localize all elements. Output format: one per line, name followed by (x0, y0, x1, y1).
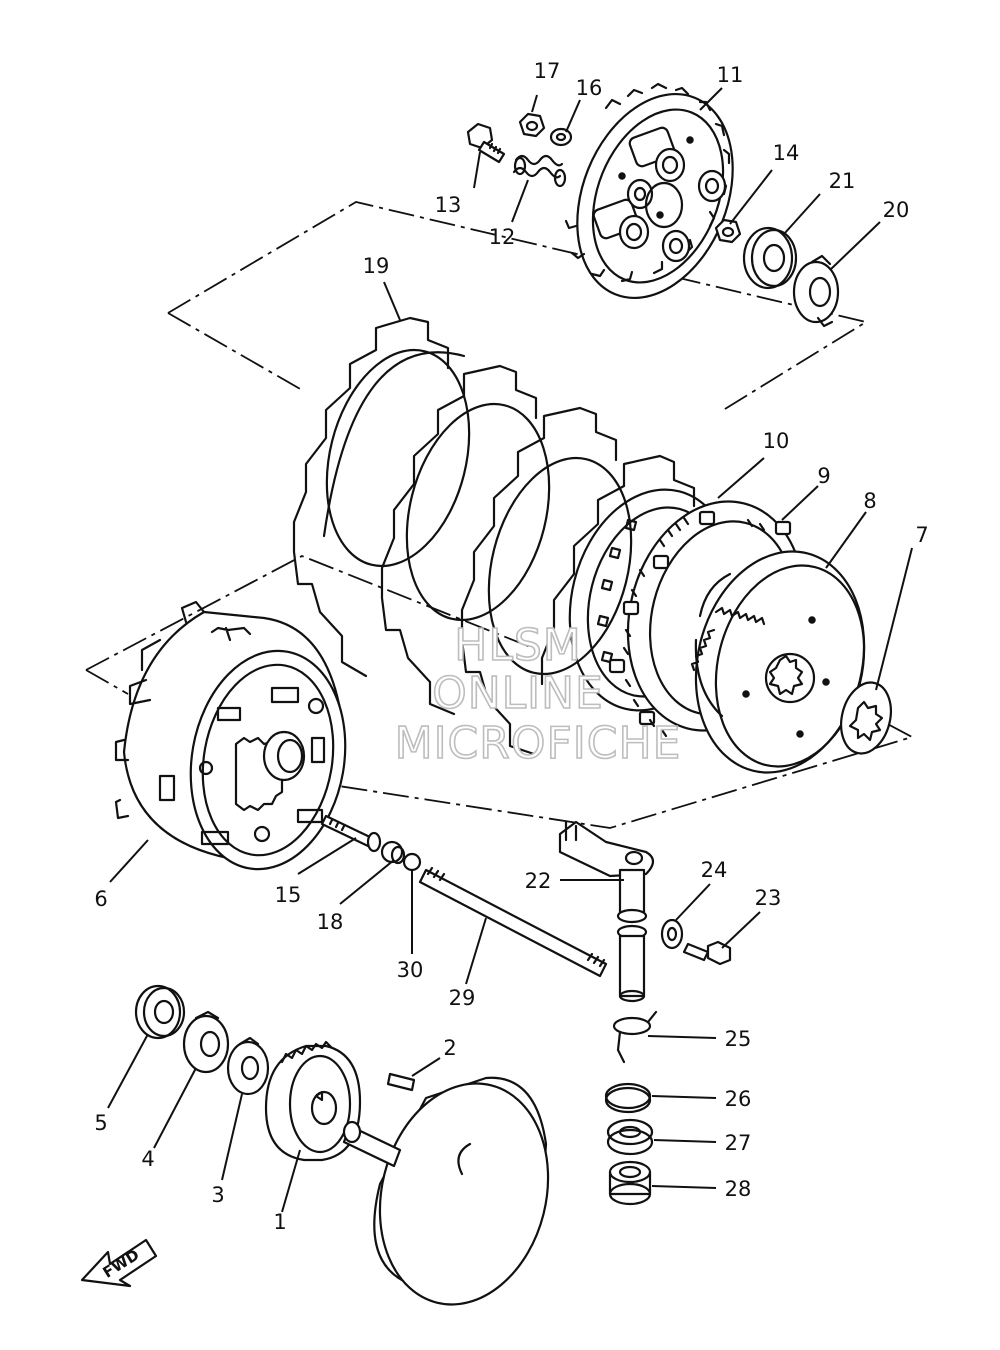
clutch-spring-12 (512, 154, 567, 188)
callout-11: 11 (717, 63, 744, 87)
circlip-26 (604, 1082, 652, 1114)
steel-plate-1 (325, 348, 471, 568)
watermark-line-3: MICROFICHE (395, 718, 682, 769)
steel-ball-30 (402, 852, 422, 872)
watermark: HLSM ONLINE MICROFICHE (394, 619, 682, 770)
callout-1: 1 (273, 1210, 286, 1234)
callout-28: 28 (725, 1177, 752, 1201)
callout-14: 14 (773, 141, 800, 165)
washer-24 (660, 918, 684, 950)
washer-3 (226, 1036, 270, 1096)
callout-25: 25 (725, 1027, 752, 1051)
nut-14 (714, 218, 742, 244)
callout-labels: 17 16 11 13 12 14 21 20 19 10 9 8 7 6 15… (94, 59, 928, 1234)
key-2 (386, 1072, 416, 1092)
primary-drive-gear-1 (264, 1040, 362, 1162)
bolt-13 (466, 122, 506, 164)
fwd-direction-badge: FWD (80, 1238, 158, 1288)
callout-20: 20 (883, 198, 910, 222)
steel-plate-2 (405, 402, 551, 622)
friction-plate-1 (292, 316, 466, 678)
assembly-frame-lower (85, 555, 915, 829)
push-lever-22 (558, 820, 655, 1003)
callout-3: 3 (211, 1183, 224, 1207)
clutch-boss (690, 550, 866, 774)
nut-5 (134, 984, 186, 1040)
callout-16: 16 (576, 76, 603, 100)
callout-18: 18 (317, 910, 344, 934)
washer-16 (549, 127, 573, 147)
leader-lines (107, 87, 913, 1213)
callout-23: 23 (755, 886, 782, 910)
nut-17 (518, 112, 546, 138)
bearing-21 (742, 226, 798, 290)
callout-2: 2 (443, 1036, 456, 1060)
callout-7: 7 (915, 523, 928, 547)
callout-5: 5 (94, 1111, 107, 1135)
callout-13: 13 (435, 193, 462, 217)
callout-9: 9 (817, 464, 830, 488)
callout-29: 29 (449, 986, 476, 1010)
callout-27: 27 (725, 1131, 752, 1155)
bearing-28 (608, 1160, 652, 1206)
lock-washer-4 (182, 1010, 230, 1074)
callout-19: 19 (363, 254, 390, 278)
oil-seal-27 (606, 1118, 654, 1156)
steel-plate-3 (487, 456, 633, 676)
spring-25 (612, 1010, 658, 1064)
crankshaft-end (342, 1076, 550, 1306)
callout-26: 26 (725, 1087, 752, 1111)
callout-12: 12 (489, 225, 516, 249)
callout-10: 10 (763, 429, 790, 453)
callout-24: 24 (701, 858, 728, 882)
lock-washer-20 (792, 254, 840, 328)
watermark-line-1: HLSM (454, 620, 582, 671)
lock-washer-7 (840, 681, 892, 755)
bolt-23 (682, 940, 732, 966)
friction-plate-2 (380, 364, 538, 716)
pressure-plate (564, 82, 734, 300)
callout-22: 22 (525, 869, 552, 893)
callout-17: 17 (534, 59, 561, 83)
push-rod-15 (320, 814, 382, 853)
callout-21: 21 (829, 169, 856, 193)
callout-8: 8 (863, 489, 876, 513)
callout-4: 4 (141, 1147, 154, 1171)
clutch-housing (114, 600, 347, 871)
push-rod-29 (418, 866, 608, 978)
callout-6: 6 (94, 887, 107, 911)
callout-30: 30 (397, 958, 424, 982)
callout-15: 15 (275, 883, 302, 907)
friction-plate-4 (540, 454, 696, 686)
watermark-line-2: ONLINE (432, 668, 604, 719)
friction-plate-3 (460, 406, 618, 756)
